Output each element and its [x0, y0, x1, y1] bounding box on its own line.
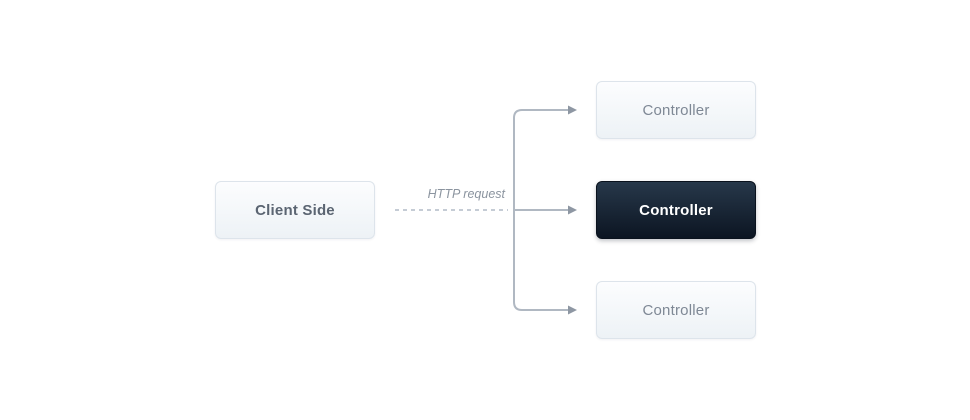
client-side-node: Client Side	[215, 181, 375, 239]
controller-node-bottom-label: Controller	[642, 301, 710, 319]
arrowhead-top-icon	[568, 105, 577, 115]
arrowhead-middle-icon	[568, 205, 577, 215]
controller-node-middle-active: Controller	[596, 181, 756, 239]
controller-node-top: Controller	[596, 81, 756, 139]
client-side-node-label: Client Side	[255, 201, 335, 219]
http-request-label: HTTP request	[427, 187, 505, 201]
branch-connector	[513, 109, 568, 311]
controller-node-bottom: Controller	[596, 281, 756, 339]
controller-node-top-label: Controller	[642, 101, 710, 119]
arrowhead-bottom-icon	[568, 305, 577, 315]
controller-node-middle-label: Controller	[639, 201, 713, 219]
